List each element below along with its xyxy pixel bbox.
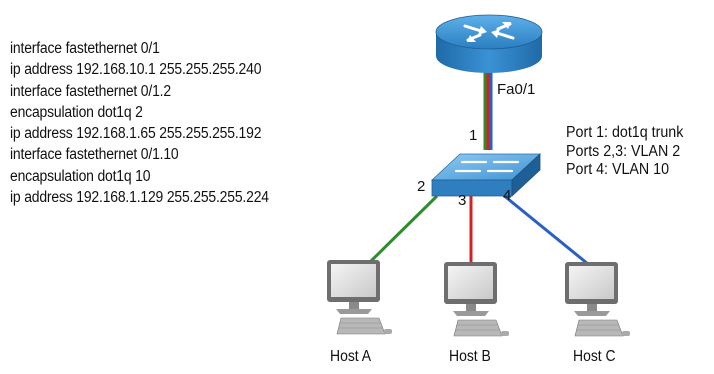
- legend-line: Port 1: dot1q trunk: [566, 124, 684, 141]
- config-line: ip address 192.168.1.129 255.255.255.224: [10, 189, 269, 207]
- router-icon: [435, 14, 543, 73]
- host-a-computer-icon: [327, 260, 392, 335]
- port-2-label: 2: [417, 178, 426, 195]
- port-3-label: 3: [458, 192, 467, 209]
- config-line: encapsulation dot1q 2: [10, 103, 143, 121]
- host-c-computer-icon: [565, 262, 630, 337]
- legend-line: Port 4: VLAN 10: [566, 161, 670, 178]
- host-c-label: Host C: [573, 348, 616, 365]
- link-host-c: [501, 192, 589, 266]
- config-line: ip address 192.168.10.1 255.255.255.240: [10, 61, 262, 79]
- link-host-a: [368, 194, 439, 264]
- host-a-label: Host A: [330, 348, 372, 365]
- config-line: encapsulation dot1q 10: [10, 167, 151, 185]
- config-line: ip address 192.168.1.65 255.255.255.192: [10, 125, 262, 143]
- port-1-label: 1: [469, 127, 478, 144]
- host-b-label: Host B: [449, 348, 491, 365]
- host-b-computer-icon: [444, 262, 509, 337]
- router-interface-label: Fa0/1: [497, 81, 536, 98]
- legend-line: Ports 2,3: VLAN 2: [566, 142, 681, 160]
- config-line: interface fastethernet 0/1.10: [10, 146, 179, 164]
- switch-icon: [430, 153, 542, 197]
- router-config: interface fastethernet 0/1 ip address 19…: [10, 38, 269, 208]
- config-line: interface fastethernet 0/1.2: [10, 82, 171, 100]
- port-legend: Port 1: dot1q trunk Ports 2,3: VLAN 2 Po…: [566, 124, 683, 180]
- port-4-label: 4: [503, 187, 512, 204]
- config-line: interface fastethernet 0/1: [10, 40, 160, 57]
- trunk-link: [483, 72, 493, 150]
